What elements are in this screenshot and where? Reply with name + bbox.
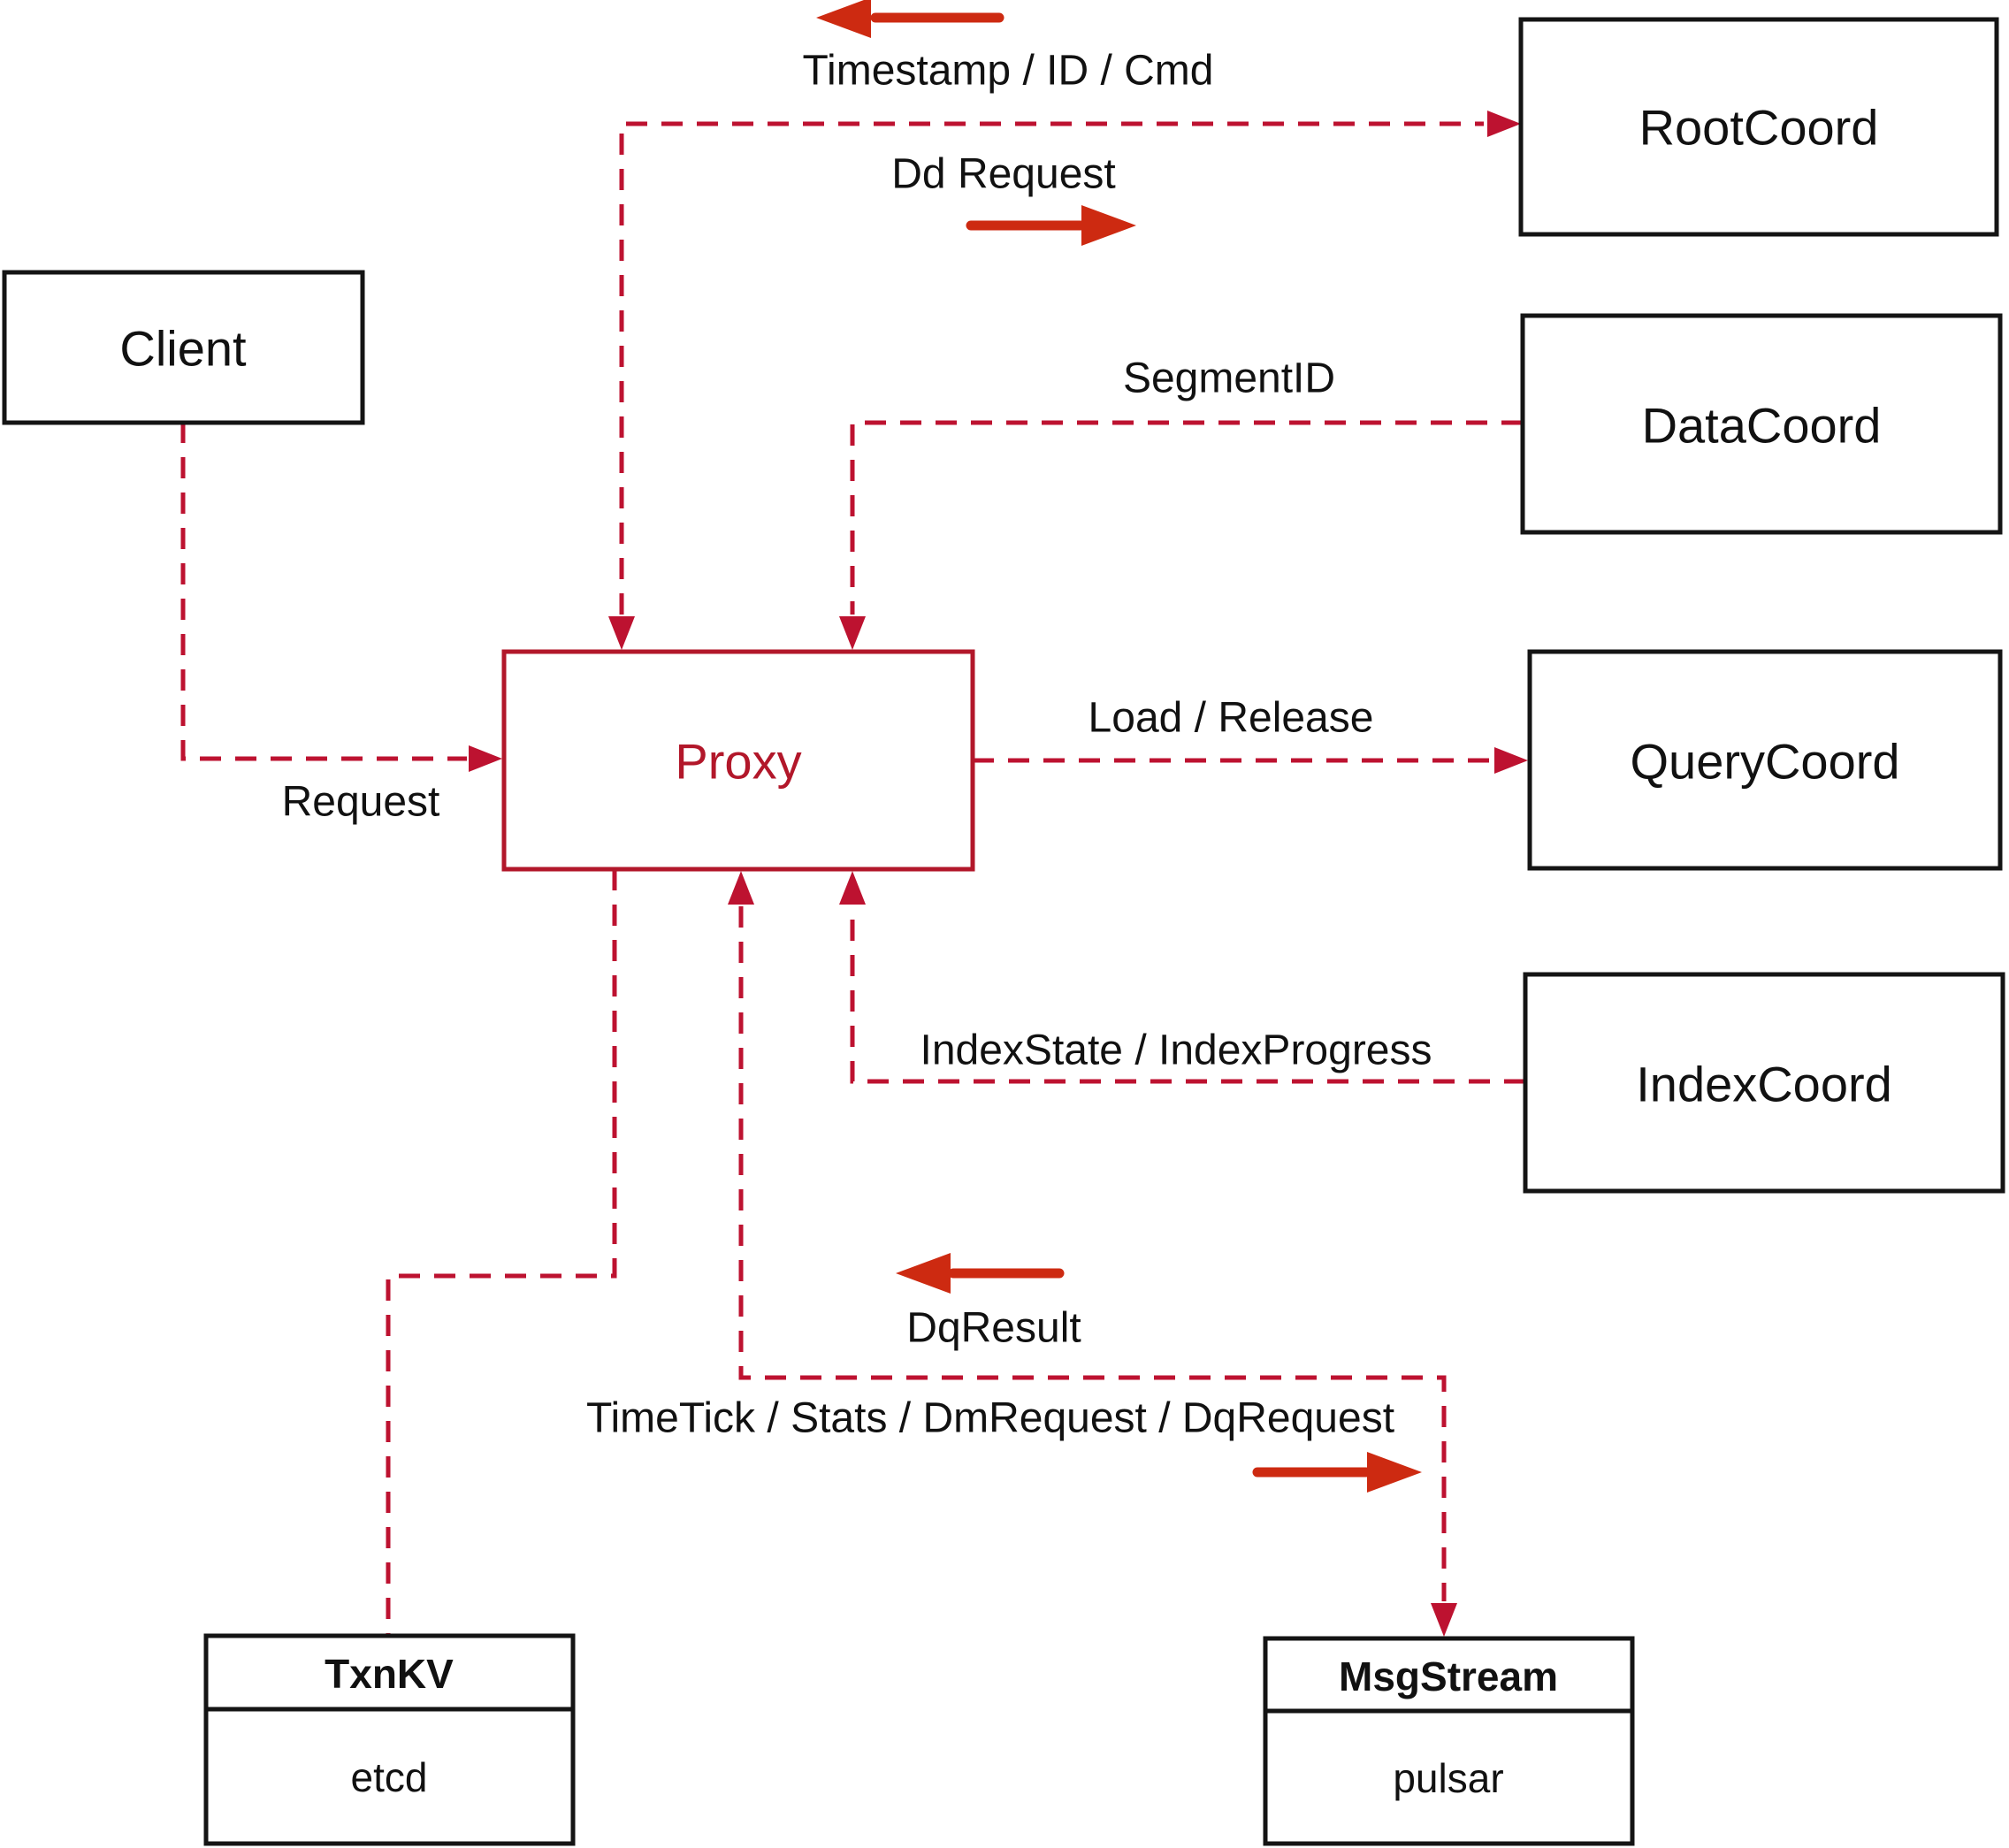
edge-datacoord-proxy [850,420,1523,615]
arrowhead-into-proxy-top-right-icon [839,616,866,650]
txnkv-node-title: TxnKV [325,1651,454,1697]
edge-label-request: Request [282,779,440,826]
client-node-box [2,270,365,425]
edge-label-segmentid: SegmentID [1123,355,1335,402]
arrowhead-into-rootcoord-icon [1487,111,1521,137]
rootcoord-node: RootCoord [1518,17,1999,237]
txnkv-node-impl: etcd [351,1754,428,1800]
rootcoord-node-label: RootCoord [1639,100,1879,156]
edge-proxy-rootcoord [619,121,1484,615]
msgstream-node: MsgStream pulsar [1263,1636,1635,1846]
indexcoord-node: IndexCoord [1523,972,2005,1194]
arrowhead-into-proxy-left-icon [469,745,502,772]
datacoord-node: DataCoord [1520,313,2003,535]
querycoord-node-box [1527,649,2003,871]
proxy-node-label: Proxy [675,734,801,790]
edge-label-timetick: TimeTick / Stats / DmRequest / DqRequest [586,1395,1394,1442]
dmrequest-direction-right-arrow-icon [1252,1452,1422,1493]
msgstream-node-title: MsgStream [1339,1653,1558,1699]
proxy-node: Proxy [501,649,975,872]
arrowhead-into-proxy-bottom-left-icon [728,871,754,905]
txnkv-node: TxnKV etcd [203,1633,576,1846]
edge-client-proxy [180,422,467,761]
edge-label-load-release: Load / Release [1089,695,1374,742]
datacoord-node-box [1520,313,2003,535]
txnkv-node-box [203,1633,576,1846]
arrowhead-into-querycoord-icon [1494,747,1528,774]
indexcoord-node-label: IndexCoord [1636,1057,1892,1112]
ddrequest-direction-right-arrow-icon [966,205,1136,246]
proxy-node-box [501,649,975,872]
edge-label-dd-request: Dd Request [891,151,1115,198]
edge-label-timestamp: Timestamp / ID / Cmd [803,48,1214,95]
rootcoord-node-box [1518,17,1999,237]
arrowhead-into-proxy-top-left-icon [608,616,635,650]
edge-indexcoord-proxy [850,906,1525,1084]
client-node-label: Client [119,321,247,377]
msgstream-node-impl: pulsar [1393,1755,1503,1801]
edge-label-indexstate: IndexState / IndexProgress [920,1027,1432,1074]
indexcoord-node-box [1523,972,2005,1194]
datacoord-node-label: DataCoord [1642,398,1882,454]
arrowhead-into-proxy-bottom-right-icon [839,871,866,905]
arrowhead-into-msgstream-icon [1431,1603,1457,1637]
timestamp-direction-left-arrow-icon [816,0,1004,38]
querycoord-node: QueryCoord [1527,649,2003,871]
edge-label-dqresult: DqResult [906,1305,1081,1352]
querycoord-node-label: QueryCoord [1630,734,1899,790]
msgstream-node-box [1263,1636,1635,1846]
dqresult-direction-left-arrow-icon [896,1253,1065,1294]
edge-proxy-msgstream [738,906,1447,1601]
client-node: Client [2,270,365,425]
